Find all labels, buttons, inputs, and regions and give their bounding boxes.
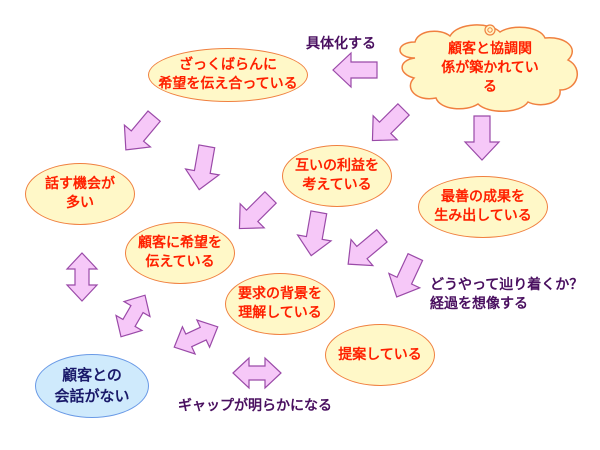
arrow-rough-to-many	[112, 104, 168, 162]
arrow-best-to-understand	[336, 222, 394, 278]
arrow-understand-no-conversation	[167, 312, 225, 362]
goal-cloud	[399, 24, 578, 112]
arrow-mutual-to-tell	[226, 184, 284, 242]
node-rough-wishes: ざっくばらんに 希望を伝え合っている	[148, 48, 308, 102]
arrow-best-to-proposing	[380, 249, 432, 305]
arrow-goal-to-mutual	[359, 96, 417, 154]
label-how-to-reach: どうやって辿り着くか？ 経過を想像する	[430, 277, 584, 312]
goal-text: 顧客と協調関 係が築かれてい る	[441, 41, 539, 95]
arrow-goal-to-rough	[332, 52, 378, 88]
arrow-mutual-to-understand	[293, 208, 337, 260]
arrow-many-no-conversation	[66, 252, 98, 302]
node-mutual-benefit: 互いの利益を 考えている	[282, 145, 392, 207]
node-tell-wishes: 顧客に希望を 伝えている	[125, 222, 235, 284]
node-understand-background: 要求の背景を 理解している	[225, 273, 335, 335]
node-many-chances: 話す機会が 多い	[25, 163, 135, 225]
arrow-rough-to-tell	[181, 142, 225, 194]
arrow-gap	[232, 357, 282, 389]
label-concretize: 具体化する	[306, 36, 376, 52]
node-best-results: 最善の成果を 生み出している	[418, 176, 548, 238]
label-gap-revealed: ギャップが明らかになる	[178, 398, 332, 414]
node-no-conversation: 顧客との 会話がない	[35, 354, 149, 418]
arrow-tell-no-conversation	[107, 287, 159, 345]
arrow-goal-to-best	[464, 115, 500, 161]
node-proposing: 提案している	[325, 324, 435, 386]
